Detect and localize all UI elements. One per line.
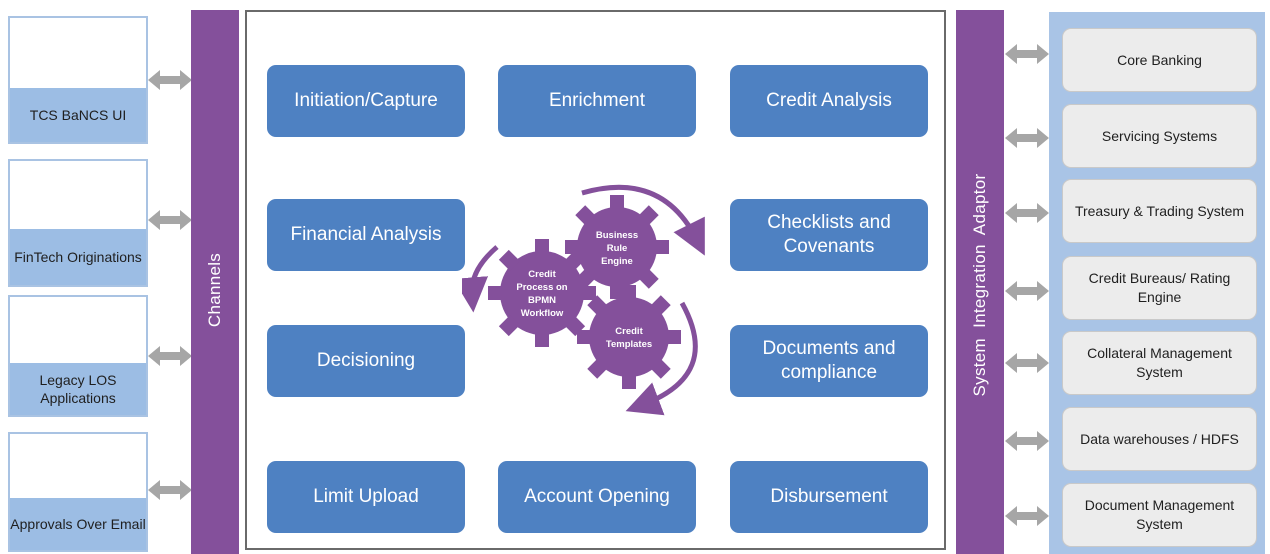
- system-treasury-trading: Treasury & Trading System: [1062, 179, 1257, 243]
- cycle-arrow-top: [581, 184, 705, 256]
- double-arrow-icon: [148, 480, 192, 500]
- process-financial-analysis: Financial Analysis: [267, 199, 465, 271]
- system-document-management: Document Management System: [1062, 483, 1257, 547]
- process-limit-upload: Limit Upload: [267, 461, 465, 533]
- double-arrow-icon: [148, 70, 192, 90]
- integration-adaptor-title: System Integration Adaptor: [970, 173, 989, 397]
- process-account-opening: Account Opening: [498, 461, 696, 533]
- gear-business-rule-line3: Engine: [601, 256, 633, 267]
- process-checklists-covenants: Checklists and Covenants: [730, 199, 928, 271]
- channels-title: Channels: [205, 252, 224, 328]
- gear-business-rule-line2: Rule: [607, 243, 628, 254]
- channel-card-fintech: FinTech Originations: [8, 159, 148, 287]
- channel-label: Legacy LOS Applications: [10, 363, 146, 415]
- system-credit-bureaus: Credit Bureaus/ Rating Engine: [1062, 256, 1257, 320]
- gear-credit-process-line2: Process on: [516, 282, 567, 293]
- system-core-banking: Core Banking: [1062, 28, 1257, 92]
- process-decisioning: Decisioning: [267, 325, 465, 397]
- channel-card-tcs-bancs: TCS BaNCS UI: [8, 16, 148, 144]
- channel-label: FinTech Originations: [10, 229, 146, 285]
- process-enrichment: Enrichment: [498, 65, 696, 137]
- double-arrow-icon: [1005, 506, 1049, 526]
- gear-credit-templates-line1: Credit: [615, 326, 643, 337]
- gear-credit-process-line1: Credit: [528, 269, 556, 280]
- integration-adaptor-bar: [956, 10, 1004, 554]
- channel-label: Approvals Over Email: [10, 498, 146, 550]
- double-arrow-icon: [1005, 431, 1049, 451]
- process-disbursement: Disbursement: [730, 461, 928, 533]
- gear-business-rule-line1: Business: [596, 230, 638, 241]
- double-arrow-icon: [148, 346, 192, 366]
- system-collateral-management: Collateral Management System: [1062, 331, 1257, 395]
- cycle-arrow-left: [462, 245, 499, 313]
- double-arrow-icon: [1005, 353, 1049, 373]
- double-arrow-icon: [148, 210, 192, 230]
- double-arrow-icon: [1005, 281, 1049, 301]
- gear-credit-templates-icon: Credit Templates: [577, 285, 681, 389]
- gear-credit-templates-line2: Templates: [606, 339, 652, 350]
- process-documents-compliance: Documents and compliance: [730, 325, 928, 397]
- system-data-warehouses: Data warehouses / HDFS: [1062, 407, 1257, 471]
- gear-credit-process-line4: Workflow: [521, 308, 564, 319]
- process-credit-analysis: Credit Analysis: [730, 65, 928, 137]
- gear-credit-process-line3: BPMN: [528, 295, 556, 306]
- channel-card-approvals-email: Approvals Over Email: [8, 432, 148, 552]
- channels-bar: [191, 10, 239, 554]
- double-arrow-icon: [1005, 44, 1049, 64]
- channel-label: TCS BaNCS UI: [10, 88, 146, 142]
- process-initiation-capture: Initiation/Capture: [267, 65, 465, 137]
- system-servicing: Servicing Systems: [1062, 104, 1257, 168]
- gear-business-rule-icon: Business Rule Engine: [565, 195, 669, 299]
- gear-credit-process-icon: Credit Process on BPMN Workflow: [488, 239, 596, 347]
- double-arrow-icon: [1005, 128, 1049, 148]
- channel-card-legacy-los: Legacy LOS Applications: [8, 295, 148, 417]
- gears-diagram: Business Rule Engine Credit Process on B…: [462, 184, 705, 416]
- double-arrow-icon: [1005, 203, 1049, 223]
- cycle-arrow-right: [625, 301, 698, 416]
